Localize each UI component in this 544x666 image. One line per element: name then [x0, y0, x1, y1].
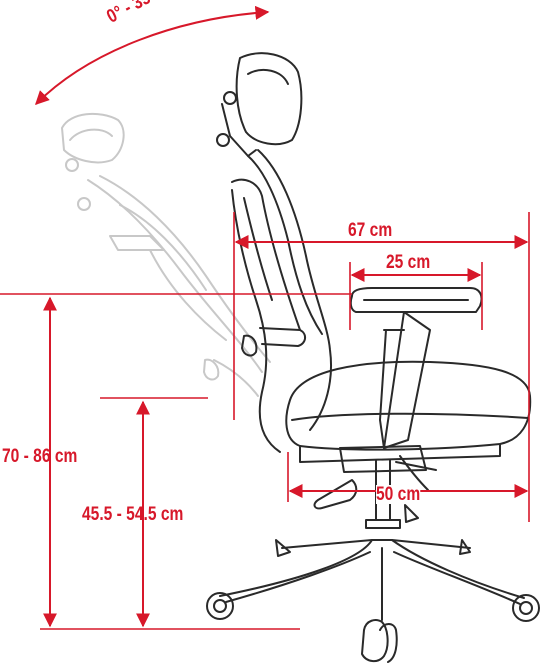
reclined-chair-ghost	[61, 112, 271, 397]
seat-height-label: 45.5 - 54.5 cm	[82, 504, 184, 525]
upright-chair	[206, 52, 540, 663]
dimension-lines	[0, 5, 530, 630]
overall-depth-label: 67 cm	[348, 220, 393, 241]
overall-height-label: 70 - 86 cm	[2, 446, 78, 467]
recline-arc	[35, 5, 270, 105]
armrest-width-label: 25 cm	[386, 252, 431, 273]
base-width-label: 50 cm	[376, 484, 421, 505]
